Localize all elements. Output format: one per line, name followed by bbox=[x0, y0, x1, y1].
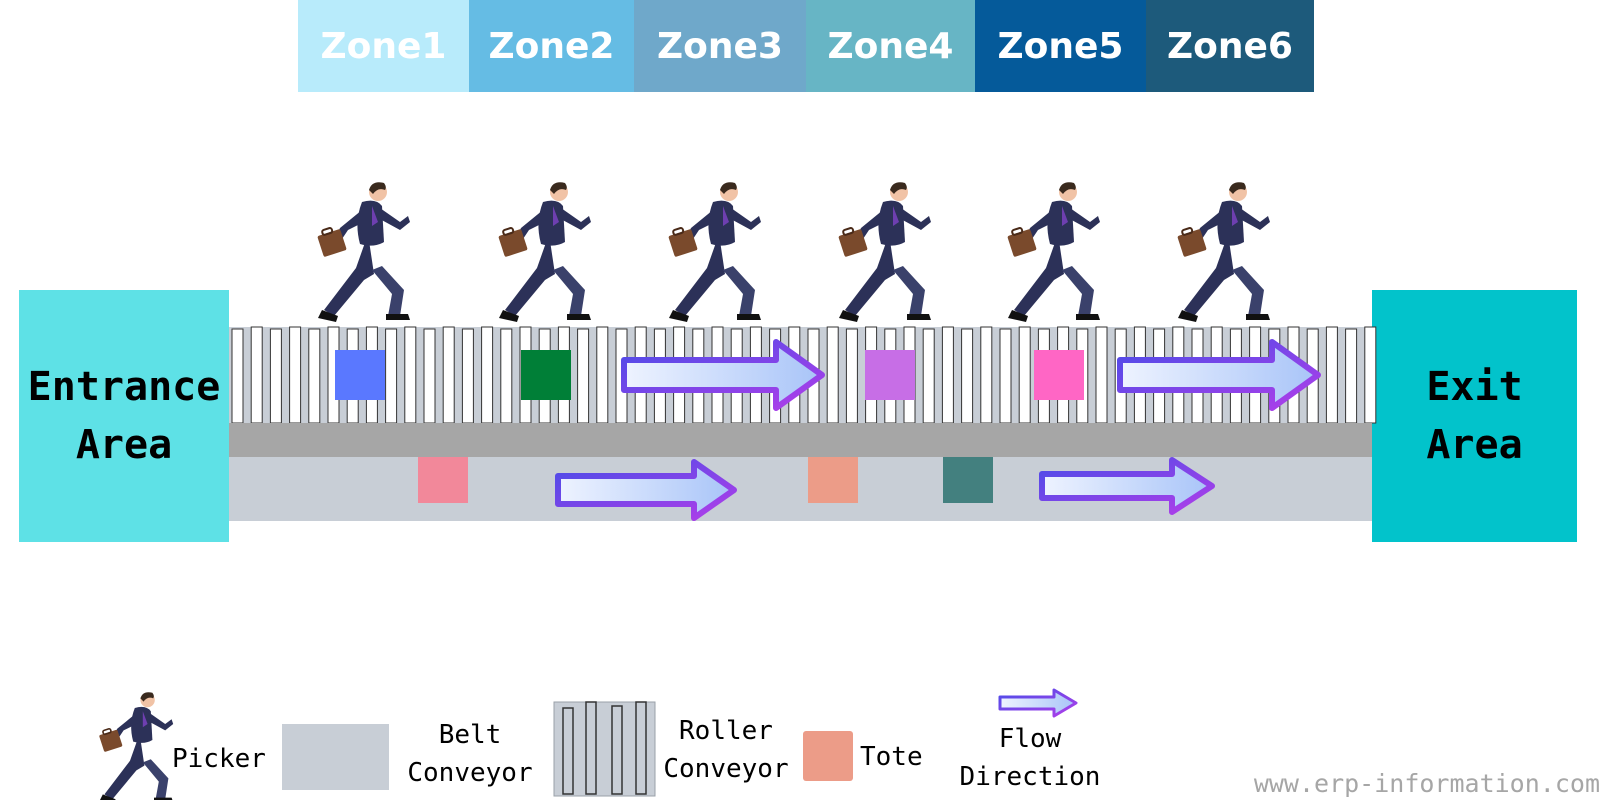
legend-belt-swatch bbox=[282, 724, 389, 790]
entrance-area bbox=[19, 290, 229, 542]
legend-roller-label: Roller Conveyor bbox=[663, 716, 789, 784]
legend-flow-arrow bbox=[998, 688, 1078, 718]
roller-bar bbox=[423, 328, 436, 424]
zone-3: Zone3 bbox=[634, 0, 806, 92]
zone-2-label: Zone2 bbox=[488, 25, 615, 67]
roller-bar bbox=[404, 326, 417, 424]
picker-icon-5 bbox=[1006, 181, 1101, 323]
picker-icon-1 bbox=[316, 181, 411, 323]
tote-roller-2 bbox=[521, 350, 571, 400]
zone-2: Zone2 bbox=[469, 0, 634, 92]
legend-tote-label: Tote bbox=[860, 742, 923, 772]
picker-icon-6 bbox=[1176, 181, 1271, 323]
roller-bar bbox=[922, 328, 935, 424]
flow-arrow-2 bbox=[1117, 339, 1321, 411]
tote-roller-1 bbox=[335, 350, 385, 400]
conveyor-divider bbox=[229, 423, 1372, 457]
picker-icon-2 bbox=[497, 181, 592, 323]
tote-roller-3 bbox=[865, 350, 915, 400]
picker-icon-4 bbox=[837, 181, 932, 323]
tote-belt-3 bbox=[943, 457, 993, 503]
entrance-area-label: Entrance Area bbox=[27, 364, 221, 468]
picker-icon-3 bbox=[667, 181, 762, 323]
legend-tote-swatch bbox=[803, 731, 853, 781]
watermark: www.erp-information.com bbox=[1253, 769, 1600, 798]
legend-roller-swatch bbox=[553, 701, 656, 797]
zone-5-label: Zone5 bbox=[997, 25, 1124, 67]
flow-arrow-1 bbox=[621, 339, 825, 411]
tote-belt-2 bbox=[808, 457, 858, 503]
roller-bar bbox=[845, 328, 858, 424]
zone-bar: Zone1 Zone2 Zone3 Zone4 Zone5 Zone6 bbox=[298, 0, 1314, 92]
legend-belt-label: Belt Conveyor bbox=[407, 720, 533, 788]
roller-bar bbox=[1345, 328, 1358, 424]
roller-bar bbox=[461, 328, 474, 424]
roller-bar bbox=[961, 328, 974, 424]
zone-3-label: Zone3 bbox=[657, 25, 783, 67]
roller-bar bbox=[385, 328, 398, 424]
roller-bar bbox=[308, 328, 321, 424]
roller-bar bbox=[250, 326, 263, 424]
zone-5: Zone5 bbox=[975, 0, 1146, 92]
zone-4: Zone4 bbox=[806, 0, 975, 92]
zone-6-label: Zone6 bbox=[1167, 25, 1293, 67]
roller-bar bbox=[481, 326, 494, 424]
roller-bar bbox=[231, 328, 244, 424]
legend-flow-label: Flow Direction bbox=[959, 724, 1101, 792]
roller-bar bbox=[269, 328, 282, 424]
zone-4-label: Zone4 bbox=[827, 25, 954, 67]
flow-arrow-4 bbox=[1039, 457, 1215, 515]
flow-arrow-3 bbox=[555, 459, 737, 521]
legend-picker-label: Picker bbox=[172, 744, 266, 774]
roller-bar bbox=[500, 328, 513, 424]
tote-belt-1 bbox=[418, 457, 468, 503]
roller-bar bbox=[577, 328, 590, 424]
legend-picker-icon bbox=[98, 691, 174, 800]
roller-bar bbox=[999, 328, 1012, 424]
roller-bar bbox=[1325, 326, 1338, 424]
roller-bar bbox=[941, 326, 954, 424]
roller-bar bbox=[596, 326, 609, 424]
exit-area-label: Exit Area bbox=[1426, 364, 1523, 468]
roller-bar bbox=[1018, 326, 1031, 424]
exit-area bbox=[1372, 290, 1577, 542]
zone-6: Zone6 bbox=[1146, 0, 1314, 92]
tote-roller-4 bbox=[1034, 350, 1084, 400]
roller-bar bbox=[289, 326, 302, 424]
roller-bar bbox=[826, 326, 839, 424]
roller-bar bbox=[442, 326, 455, 424]
roller-bar bbox=[980, 326, 993, 424]
zone-1: Zone1 bbox=[298, 0, 469, 92]
roller-bar bbox=[1095, 326, 1108, 424]
zone-1-label: Zone1 bbox=[320, 25, 447, 67]
